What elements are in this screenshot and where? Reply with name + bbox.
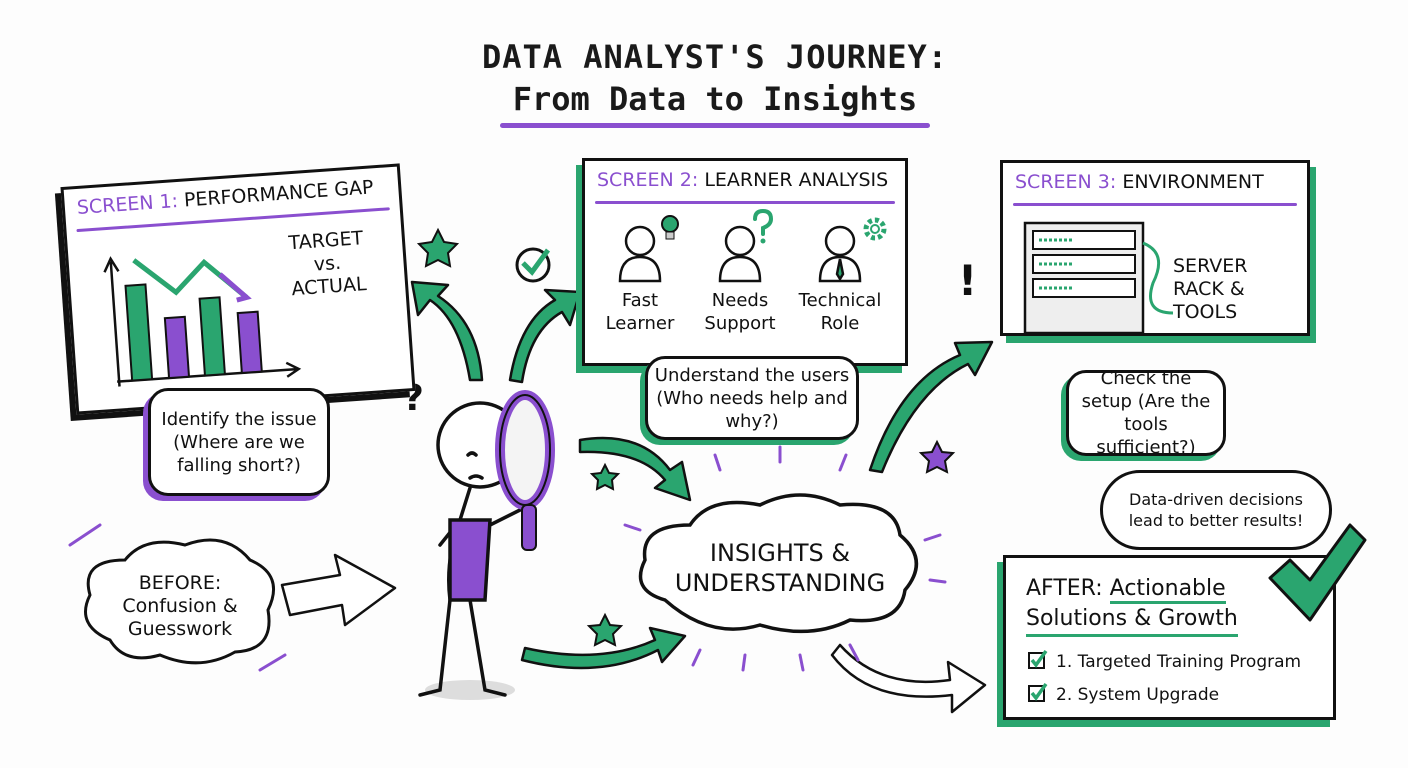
bar (198, 296, 226, 377)
lightbulb-icon (661, 215, 679, 240)
screen1-bubble: Identify the issue (Where are we falling… (148, 388, 330, 496)
persona-line: Learner (605, 313, 675, 334)
person-icon (818, 225, 862, 283)
after-heading-underlined: Actionable (1109, 576, 1226, 604)
arrow-from-figure (520, 626, 687, 670)
after-heading-line2: Solutions & Growth (1026, 604, 1238, 637)
question-icon (753, 208, 774, 244)
screen2-title: LEARNER ANALYSIS (704, 169, 889, 191)
screen3-header: SCREEN 3: ENVIRONMENT (1015, 171, 1264, 193)
before-line: Confusion & (122, 595, 238, 617)
server-label: SERVER RACK & TOOLS (1173, 255, 1263, 324)
after-list: 1. Targeted Training Program 2. System U… (1028, 646, 1301, 712)
server-label-line: TOOLS (1173, 301, 1238, 323)
server-label-line: RACK & (1173, 278, 1245, 300)
bar (236, 310, 263, 375)
screen3-prefix: SCREEN 3: (1015, 171, 1117, 193)
after-heading-prefix: AFTER: (1026, 576, 1110, 601)
server-label-line: SERVER (1173, 255, 1248, 277)
bar (124, 283, 154, 382)
screen2-prefix: SCREEN 2: (597, 169, 699, 191)
arrow-to-screen3 (868, 340, 994, 474)
after-item-label: 1. Targeted Training Program (1056, 652, 1302, 672)
screen3-title: ENVIRONMENT (1122, 171, 1264, 193)
after-item-label: 2. System Upgrade (1056, 685, 1220, 705)
arrow-to-insights (578, 436, 692, 502)
title-line1: DATA ANALYST'S JOURNEY: (481, 38, 949, 76)
persona-icons (618, 208, 887, 283)
screen3-bubble: Check the setup (Are the tools sufficien… (1066, 368, 1226, 458)
performance-chart (103, 256, 302, 387)
star-icon (416, 227, 460, 268)
burst-lines (68, 445, 947, 672)
insights-line: INSIGHTS & (709, 539, 851, 567)
persona-line: Role (820, 313, 860, 334)
arrow-to-after (830, 643, 987, 714)
persona-line: Fast (621, 290, 659, 311)
insights-text: INSIGHTS & UNDERSTANDING (650, 538, 910, 598)
after-item: 1. Targeted Training Program (1028, 646, 1301, 679)
screen3-panel: SCREEN 3: ENVIRONMENT SERVER RACK & TOOL… (1000, 160, 1310, 336)
title-line2: From Data to Insights (512, 80, 918, 118)
after-speech-bubble: Data-driven decisions lead to better res… (1100, 470, 1332, 550)
check-circle-icon (515, 247, 551, 283)
screen2-header: SCREEN 2: LEARNER ANALYSIS (597, 169, 888, 191)
persona-line: Support (704, 313, 776, 334)
screen1-panel: SCREEN 1: PERFORMANCE GAP TARGET vs. ACT… (60, 163, 416, 415)
magnifier-icon (495, 390, 555, 551)
person-icon (618, 225, 662, 283)
person-icon (718, 225, 762, 283)
star-icon (918, 439, 956, 474)
arrow-before (280, 553, 397, 627)
star-icon (586, 612, 624, 647)
before-cloud (84, 538, 276, 665)
after-item: 2. System Upgrade (1028, 679, 1301, 712)
screen3-rule (1013, 203, 1297, 206)
persona-line: Technical (798, 290, 882, 311)
checkbox-checked-icon (1028, 649, 1048, 669)
arrow-to-screen2 (508, 288, 582, 384)
exclamation-mark: ! (958, 256, 978, 305)
persona-line: Needs (711, 290, 769, 311)
insights-line: UNDERSTANDING (674, 569, 886, 597)
screen2-bubble: Understand the users (Who needs help and… (645, 356, 859, 440)
title-underline (500, 123, 930, 128)
gear-icon (863, 217, 887, 241)
after-heading: AFTER: Actionable Solutions & Growth (1026, 574, 1238, 637)
before-line: BEFORE: (138, 572, 222, 594)
insights-cloud (638, 493, 919, 634)
before-text: BEFORE: Confusion & Guesswork (95, 572, 265, 641)
star-icon (589, 462, 621, 491)
before-line: Guesswork (127, 618, 233, 640)
screen2-rule (595, 201, 895, 204)
checkbox-checked-icon (1028, 682, 1048, 702)
arrow-to-screen1 (410, 280, 484, 382)
bar (163, 315, 191, 380)
server-rack-icon (1023, 221, 1174, 335)
